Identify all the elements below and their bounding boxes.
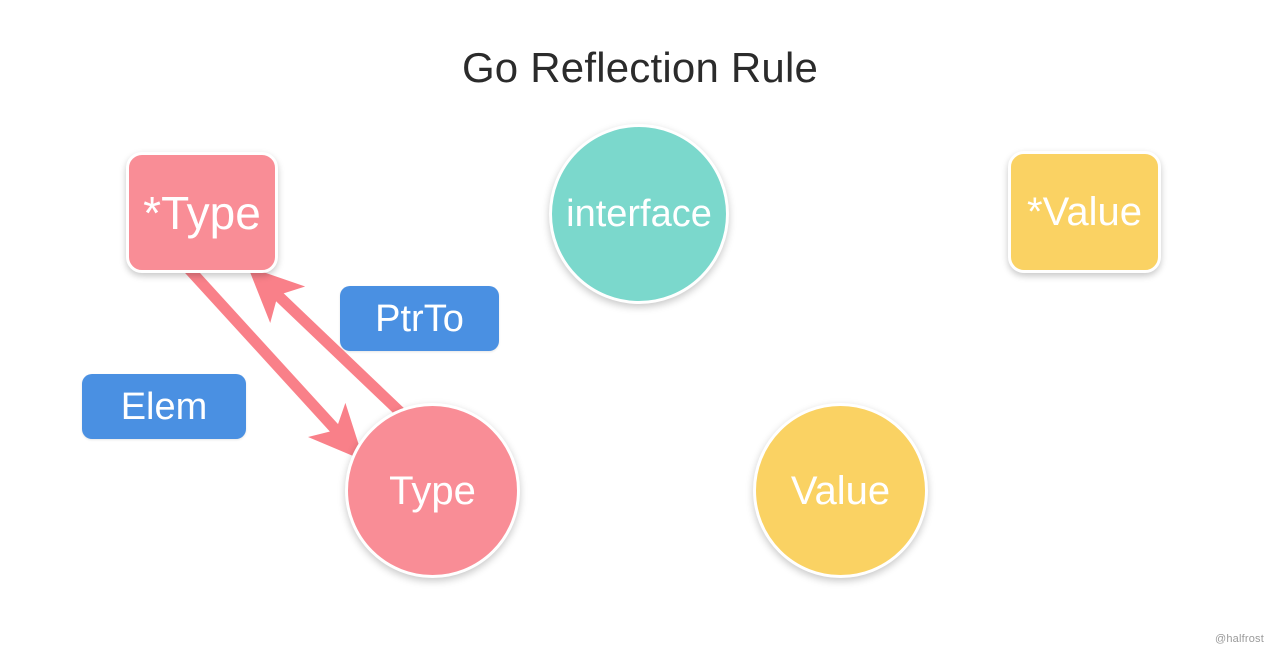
page-title: Go Reflection Rule xyxy=(461,44,819,91)
node-value-label: Value xyxy=(790,468,891,513)
node-elem[interactable]: Elem xyxy=(82,374,246,439)
node-value[interactable]: Value xyxy=(753,403,928,578)
node-type[interactable]: Type xyxy=(345,403,520,578)
node-interface-label: interface xyxy=(566,193,712,235)
node-elem-label: Elem xyxy=(120,385,208,428)
node-ptr-value[interactable]: *Value xyxy=(1008,151,1161,273)
node-ptrto[interactable]: PtrTo xyxy=(340,286,499,351)
node-ptrto-label: PtrTo xyxy=(375,297,464,340)
node-ptr-value-label: *Value xyxy=(1027,190,1142,234)
node-ptr-type[interactable]: *Type xyxy=(126,152,278,273)
node-type-label: Type xyxy=(389,468,476,513)
node-interface[interactable]: interface xyxy=(549,124,729,304)
node-ptr-type-label: *Type xyxy=(143,186,261,239)
watermark: @halfrost xyxy=(1214,633,1264,645)
